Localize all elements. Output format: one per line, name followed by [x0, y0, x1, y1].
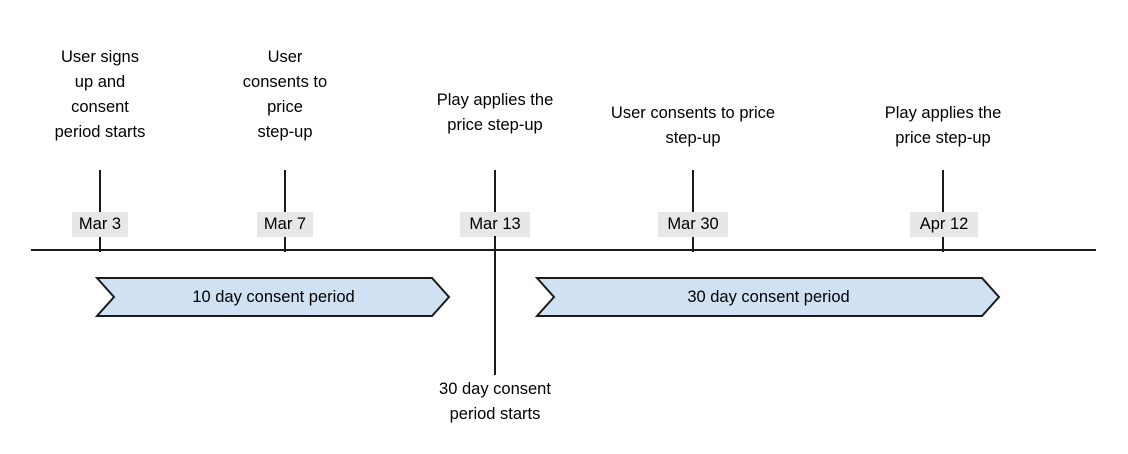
below-note-30-day-start: 30 day consent period starts: [439, 380, 551, 423]
event-label-stepup-applied-2: Play applies the price step-up: [884, 104, 1002, 147]
event-tick-consent-10-day: [284, 170, 286, 252]
period-banner-10-day: 10 day consent period: [94, 277, 451, 317]
event-tick-signup: [99, 170, 101, 252]
period-banner-10-day-shape: [94, 277, 451, 317]
period-banner-30-day-shape: [534, 277, 1001, 317]
event-tick-30-day-start: [494, 236, 496, 375]
event-date-signup: Mar 3: [72, 212, 128, 237]
event-tick-consent-30-day: [692, 170, 694, 252]
event-label-signup: User signs up and consent period starts: [54, 48, 146, 141]
event-date-consent-30-day: Mar 30: [658, 212, 728, 237]
event-date-consent-10-day: Mar 7: [257, 212, 313, 237]
event-date-stepup-applied-2: Apr 12: [910, 212, 978, 237]
event-label-consent-30-day: User consents to price step-up: [610, 104, 776, 147]
timeline-axis: [31, 249, 1096, 251]
event-tick-stepup-applied-1: [494, 170, 496, 212]
event-label-stepup-applied-1: Play applies the price step-up: [436, 91, 554, 134]
event-date-stepup-applied-1: Mar 13: [460, 212, 530, 237]
period-banner-30-day: 30 day consent period: [534, 277, 1001, 317]
event-label-consent-10-day: User consents to price step-up: [242, 48, 328, 141]
event-tick-stepup-applied-2: [942, 170, 944, 252]
